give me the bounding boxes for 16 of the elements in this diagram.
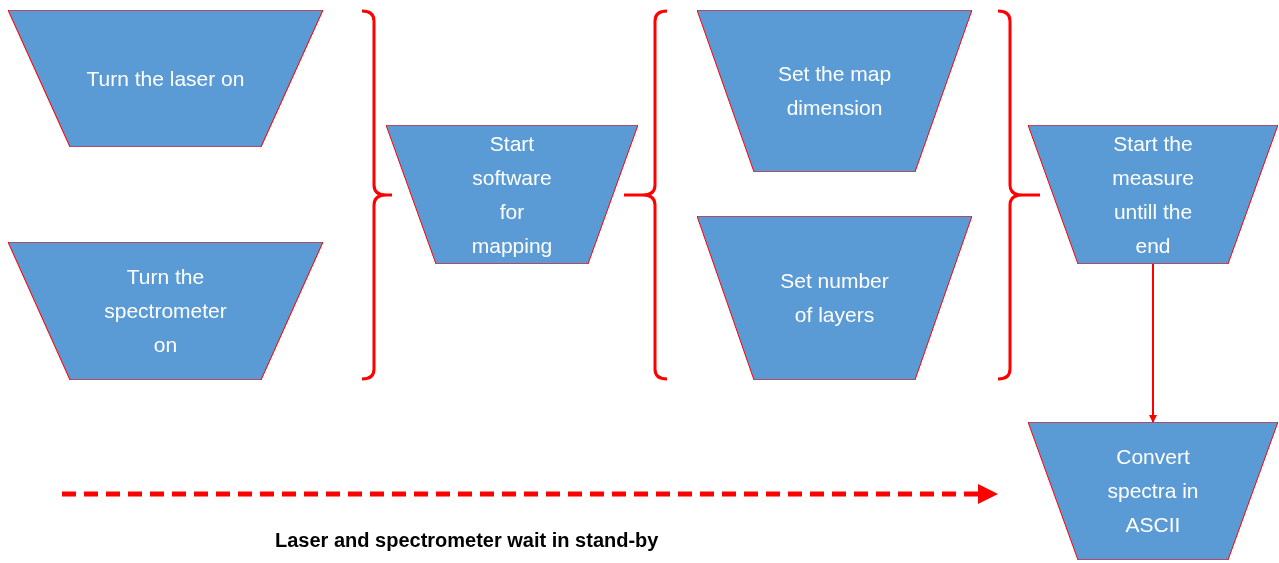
trapezoid-box (1028, 422, 1278, 560)
node-label: Turn the laser on (85, 65, 246, 92)
node-label: Set the map dimension (776, 61, 893, 121)
node-label: Start the measure untill the end (1111, 130, 1195, 259)
arrow (1149, 263, 1157, 423)
trapezoid-box (697, 10, 972, 172)
node-label: Start software for mapping (470, 130, 554, 259)
trapezoid-box (386, 125, 638, 264)
trapezoid-box (8, 242, 323, 380)
trapezoid-box (697, 216, 972, 380)
node-label: Convert spectra in ASCII (1106, 444, 1200, 538)
trapezoid-box (1028, 125, 1278, 264)
note-text: Laser and spectrometer wait in stand-by (275, 528, 659, 553)
node-label: Set number of layers (779, 268, 890, 328)
node-label: Turn the spectrometer on (103, 264, 228, 358)
trapezoid-box (8, 10, 323, 147)
